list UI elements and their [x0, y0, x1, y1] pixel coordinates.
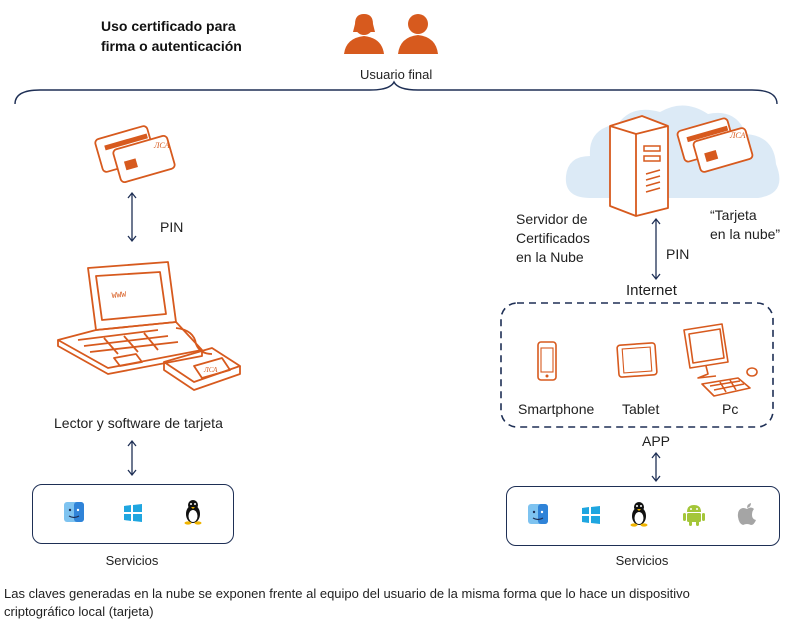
server-label: Servidor de Certificados en la Nube	[516, 210, 590, 267]
tablet-label: Tablet	[622, 401, 660, 417]
android-icon	[683, 505, 705, 526]
title-line-2: firma o autenticación	[101, 38, 242, 54]
cloud-card-label-line-2: en la nube”	[710, 226, 781, 242]
server-label-line-1: Servidor de	[516, 211, 588, 227]
smart-card-icon: ЛСА	[94, 125, 176, 184]
pin-label-left: PIN	[160, 219, 184, 235]
svg-text:ЛСА: ЛСА	[203, 366, 218, 374]
internet-label: Internet	[626, 282, 677, 299]
server-label-line-2: Certificados	[516, 230, 590, 246]
pc-label: Pc	[722, 401, 739, 417]
services-label-left: Servicios	[105, 553, 159, 568]
apple-icon	[737, 503, 756, 525]
footnote: Las claves generadas en la nube se expon…	[4, 585, 789, 621]
reader-services-arrow	[127, 439, 137, 477]
server-icon	[609, 115, 669, 217]
pin-label-right: PIN	[666, 246, 690, 262]
footnote-line-1: Las claves generadas en la nube se expon…	[4, 586, 690, 601]
laptop-card-reader-icon: WWW ЛСА	[57, 261, 241, 391]
card-reader-label: Lector y software de tarjeta	[54, 415, 223, 431]
svg-text:WWW: WWW	[111, 291, 126, 301]
svg-text:ЛСА: ЛСА	[153, 141, 169, 150]
windows-icon	[124, 504, 142, 522]
end-user-label: Usuario final	[360, 67, 433, 82]
cloud-card-label: “Tarjeta en la nube”	[710, 206, 780, 244]
cloud-card-icon: ЛСА	[676, 117, 754, 173]
finder-icon	[64, 502, 84, 522]
pin-arrow-right	[651, 217, 661, 281]
tablet-icon	[616, 342, 658, 378]
services-label-right: Servicios	[615, 553, 669, 568]
svg-text:ЛСА: ЛСА	[729, 131, 745, 140]
server-label-line-3: en la Nube	[516, 249, 584, 265]
finder-icon	[528, 504, 548, 524]
smartphone-label: Smartphone	[518, 401, 595, 417]
footnote-line-2: criptográfico local (tarjeta)	[4, 604, 154, 619]
pc-icon	[683, 323, 758, 397]
cloud-card-label-line-1: “Tarjeta	[710, 207, 757, 223]
smartphone-icon	[537, 341, 557, 381]
pin-arrow-left	[127, 191, 137, 243]
linux-icon	[184, 500, 202, 525]
services-box-left	[32, 484, 234, 544]
user-brace	[14, 80, 778, 105]
services-box-right	[506, 486, 780, 546]
linux-icon	[630, 502, 648, 527]
app-services-arrow	[651, 451, 661, 483]
windows-icon	[582, 506, 600, 524]
devices-box	[500, 302, 774, 428]
diagram-title: Uso certificado para firma o autenticaci…	[101, 16, 242, 56]
app-label: APP	[642, 433, 671, 449]
end-users-icon	[344, 14, 438, 54]
title-line-1: Uso certificado para	[101, 18, 236, 34]
